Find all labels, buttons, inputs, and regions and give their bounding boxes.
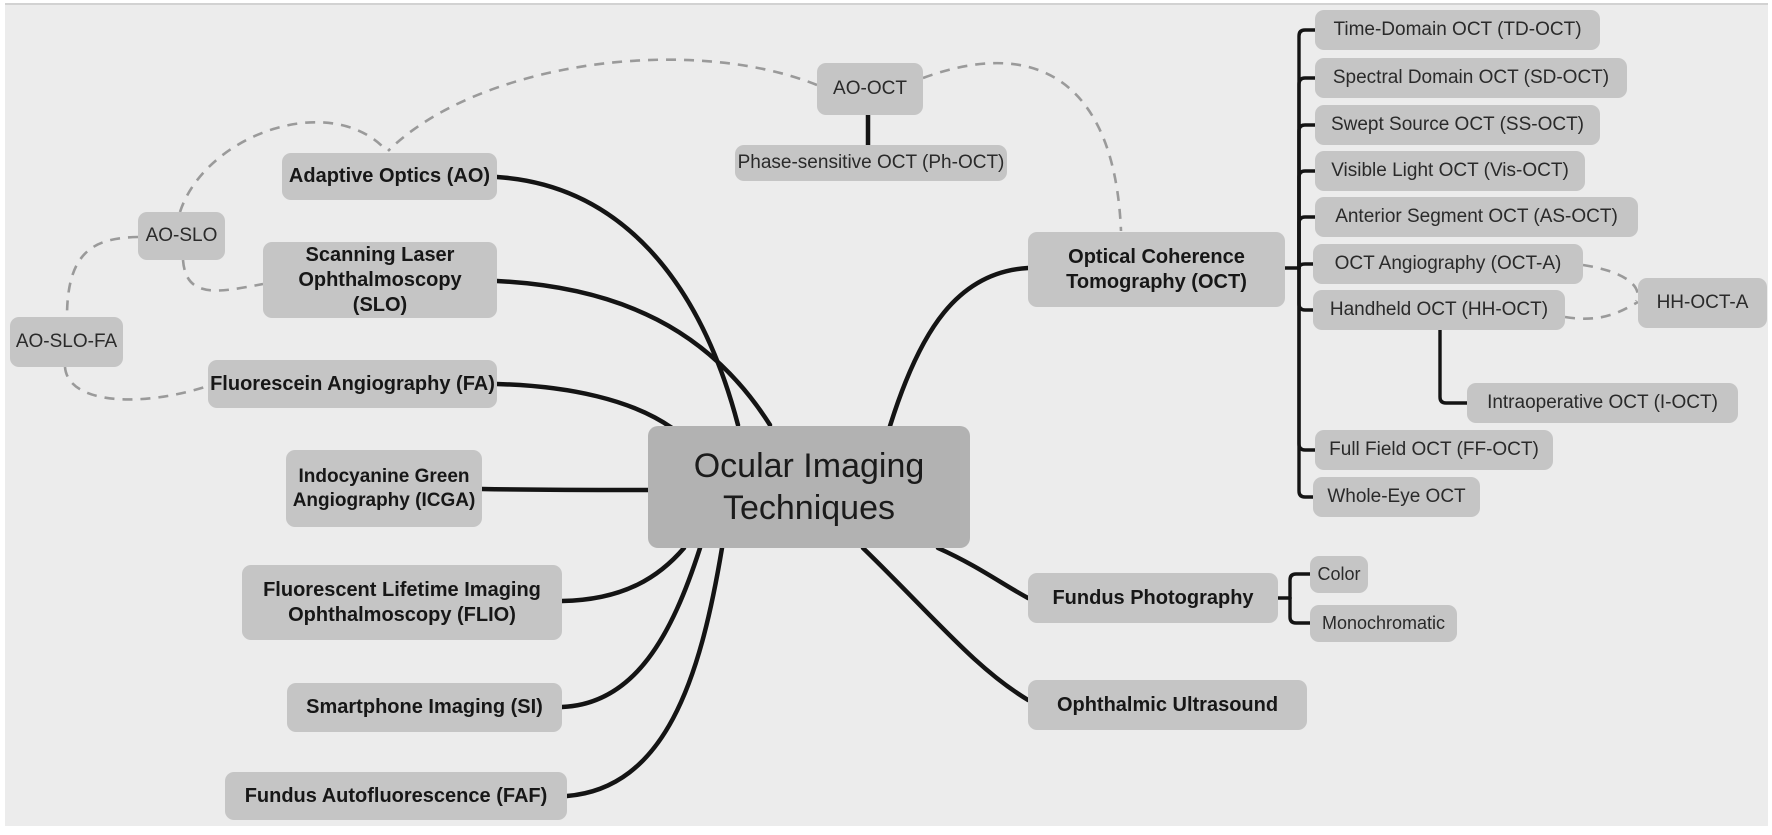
node-scanning-laser-ophthalmoscopy: Scanning Laser Ophthalmoscopy (SLO) [263,242,497,318]
node-whole-eye-oct: Whole-Eye OCT [1313,477,1480,517]
node-fluorescent-lifetime-imaging-ophthalmoscopy: Fluorescent Lifetime Imaging Ophthalmosc… [242,565,562,640]
node-smartphone-imaging: Smartphone Imaging (SI) [287,683,562,732]
node-monochromatic: Monochromatic [1310,605,1457,642]
node-intraoperative-oct: Intraoperative OCT (I-OCT) [1467,383,1738,423]
node-fluorescein-angiography: Fluorescein Angiography (FA) [208,360,497,408]
node-ao-slo-fa: AO-SLO-FA [10,317,123,367]
node-fundus-autofluorescence: Fundus Autofluorescence (FAF) [225,772,567,820]
node-indocyanine-green-angiography: Indocyanine Green Angiography (ICGA) [286,450,482,527]
node-swept-source-oct: Swept Source OCT (SS-OCT) [1315,105,1600,145]
dashed-edges [63,58,1639,401]
node-hh-oct-a: HH-OCT-A [1638,278,1767,328]
oct-trunk-edges [1276,28,1469,625]
node-anterior-segment-oct: Anterior Segment OCT (AS-OCT) [1315,197,1638,237]
node-spectral-domain-oct: Spectral Domain OCT (SD-OCT) [1315,58,1627,98]
node-ao-oct: AO-OCT [817,63,923,115]
node-ocular-imaging-techniques: Ocular Imaging Techniques [648,426,970,548]
node-adaptive-optics: Adaptive Optics (AO) [282,153,497,200]
node-oct-angiography: OCT Angiography (OCT-A) [1313,244,1583,284]
node-ophthalmic-ultrasound: Ophthalmic Ultrasound [1028,680,1307,730]
node-ao-slo: AO-SLO [138,212,225,260]
node-phase-sensitive-oct: Phase-sensitive OCT (Ph-OCT) [735,145,1007,181]
node-color: Color [1310,556,1368,593]
node-visible-light-oct: Visible Light OCT (Vis-OCT) [1315,151,1585,191]
node-time-domain-oct: Time-Domain OCT (TD-OCT) [1315,10,1600,50]
node-fundus-photography: Fundus Photography [1028,573,1278,623]
node-full-field-oct: Full Field OCT (FF-OCT) [1315,430,1553,470]
node-handheld-oct: Handheld OCT (HH-OCT) [1313,290,1565,330]
solid-edges [479,112,1031,799]
node-optical-coherence-tomography: Optical Coherence Tomography (OCT) [1028,232,1285,307]
